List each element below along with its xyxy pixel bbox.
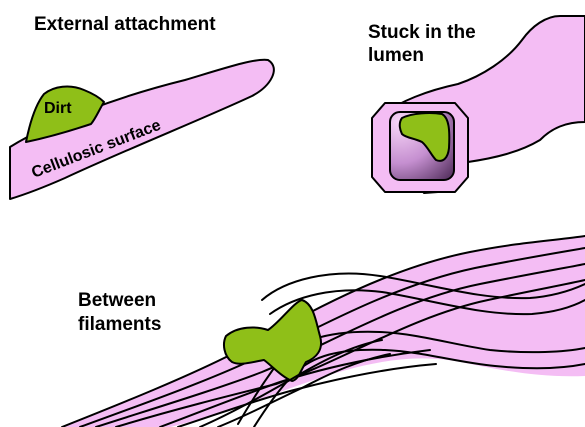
stuck-in-lumen-title-line1: Stuck in the: [368, 22, 476, 43]
panel-between-filaments: Between filaments: [62, 236, 585, 427]
panel-stuck-in-lumen: Stuck in the lumen: [368, 16, 585, 193]
panel-external-attachment: External attachment Dirt Cellulosic surf…: [10, 14, 274, 199]
between-filaments-title-line2: filaments: [78, 314, 161, 335]
dirt-label: Dirt: [44, 100, 72, 117]
external-attachment-title: External attachment: [34, 14, 216, 35]
stuck-in-lumen-title-line2: lumen: [368, 45, 424, 66]
between-filaments-title-line1: Between: [78, 290, 156, 311]
